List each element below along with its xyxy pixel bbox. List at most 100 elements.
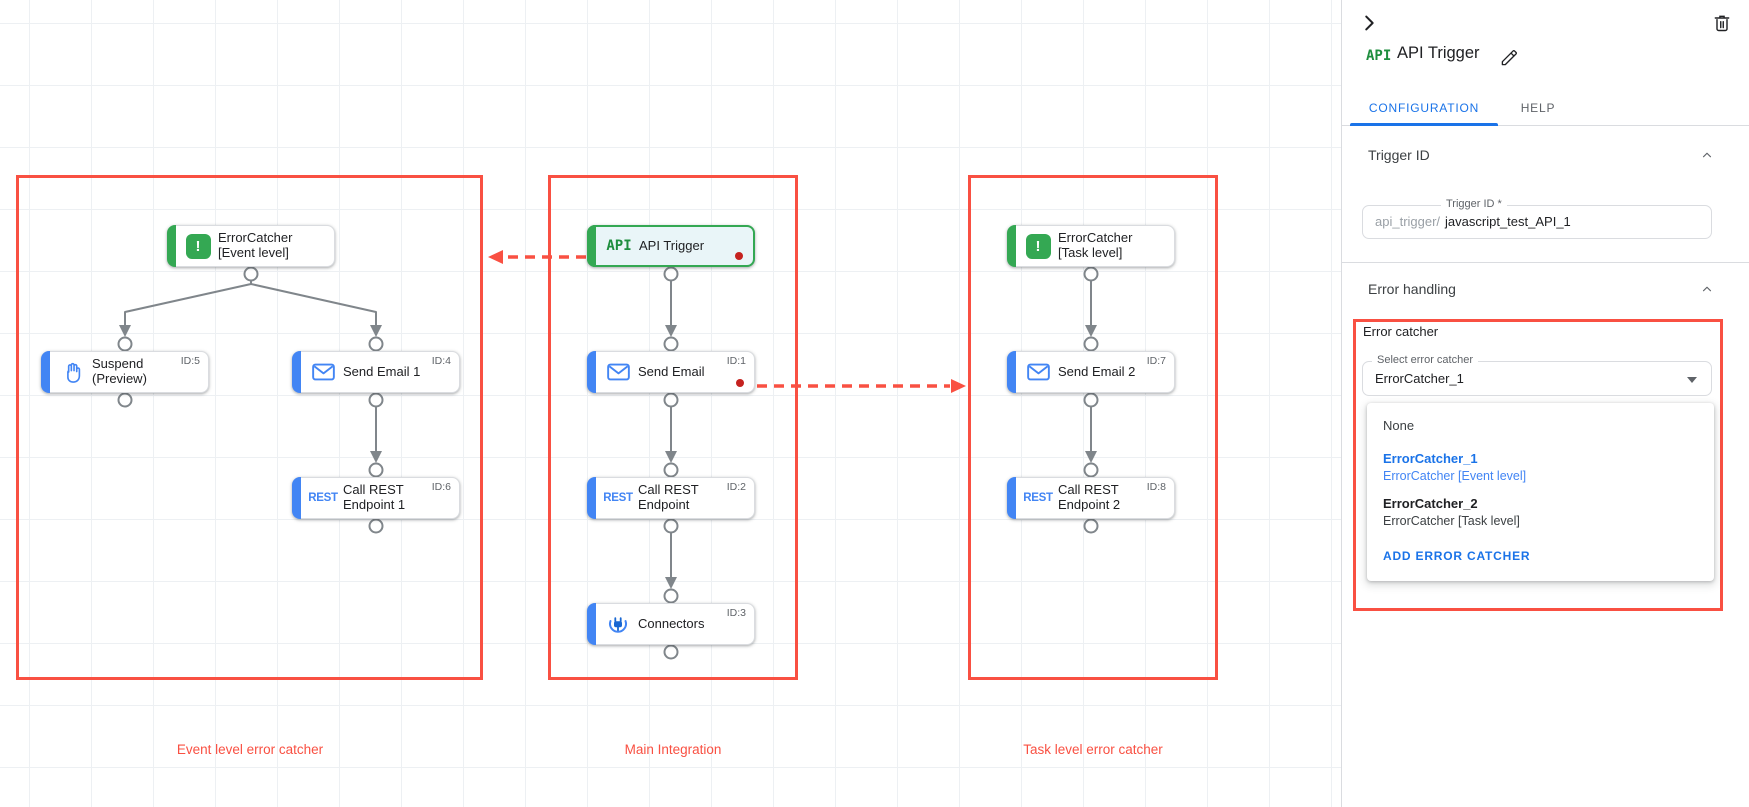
node-id-label: ID:1: [726, 355, 746, 367]
section-trigger-id: Trigger ID: [1368, 147, 1430, 163]
node-title: Connectors: [638, 615, 705, 631]
node-errorcatcher-event-level[interactable]: ! ErrorCatcher [Event level]: [167, 225, 335, 267]
rest-icon: REST: [603, 492, 633, 504]
integration-canvas[interactable]: ! ErrorCatcher [Event level] Suspend (Pr…: [0, 0, 1341, 807]
node-title: Suspend (Preview): [92, 356, 147, 386]
api-icon: API: [606, 238, 632, 254]
suspend-hand-icon: [52, 361, 92, 384]
add-error-catcher-button[interactable]: ADD ERROR CATCHER: [1383, 549, 1531, 563]
email-icon: [598, 363, 638, 381]
node-api-trigger[interactable]: API API Trigger: [587, 225, 755, 267]
region-event-level-error-catcher: [16, 175, 483, 680]
select-error-catcher-label: Select error catcher: [1372, 354, 1478, 366]
error-catcher-link-arrows: [488, 250, 966, 393]
active-tab-underline: [1350, 123, 1498, 126]
node-send-email[interactable]: Send Email ID:1: [587, 351, 755, 393]
node-title: Call REST Endpoint 2: [1058, 482, 1121, 512]
node-title: API Trigger: [639, 237, 705, 253]
node-accent-bar: [167, 225, 176, 267]
edge-lines: [124, 281, 1092, 578]
trigger-id-value: javascript_test_API_1: [1445, 214, 1571, 229]
node-id-label: ID:4: [431, 355, 451, 367]
trigger-id-input-label: Trigger ID *: [1441, 198, 1507, 210]
node-accent-bar: [1007, 225, 1016, 267]
option-description: ErrorCatcher [Event level]: [1383, 469, 1527, 483]
error-catcher-dot: [735, 252, 743, 260]
tab-configuration[interactable]: CONFIGURATION: [1368, 100, 1480, 115]
node-call-rest-endpoint-1[interactable]: REST Call REST Endpoint 1 ID:6: [292, 477, 460, 519]
email-icon: [1018, 363, 1058, 381]
error-catcher-highlight-frame: [1353, 319, 1723, 611]
email-icon: [303, 363, 343, 381]
region-task-level-error-catcher: [968, 175, 1218, 680]
node-accent-bar: [587, 477, 596, 519]
trigger-id-input[interactable]: Trigger ID * api_trigger/javascript_test…: [1362, 198, 1712, 239]
label-main-integration: Main Integration: [624, 742, 722, 757]
node-send-email-2[interactable]: Send Email 2 ID:7: [1007, 351, 1175, 393]
menu-option-errorcatcher-1[interactable]: ErrorCatcher_1 ErrorCatcher [Event level…: [1367, 443, 1714, 488]
edit-title-icon[interactable]: [1500, 48, 1519, 72]
label-task-level-error-catcher: Task level error catcher: [1023, 742, 1163, 757]
node-id-label: ID:7: [1146, 355, 1166, 367]
connectors-icon: [598, 612, 638, 636]
node-title: Call REST Endpoint 1: [343, 482, 406, 512]
trigger-id-prefix: api_trigger/: [1375, 214, 1441, 229]
error-catcher-group-label: Error catcher: [1363, 324, 1439, 339]
tab-help[interactable]: HELP: [1520, 100, 1556, 115]
option-description: ErrorCatcher [Task level]: [1383, 514, 1520, 528]
node-title: Send Email: [638, 363, 705, 379]
select-error-catcher[interactable]: Select error catcher ErrorCatcher_1: [1362, 354, 1712, 396]
panel-title: API Trigger: [1397, 44, 1480, 62]
region-main-integration: [548, 175, 798, 680]
node-title: Call REST Endpoint: [638, 482, 699, 512]
node-send-email-1[interactable]: Send Email 1 ID:4: [292, 351, 460, 393]
node-title: Send Email 1: [343, 363, 421, 379]
node-id-label: ID:3: [726, 607, 746, 619]
error-catcher-icon: !: [1018, 233, 1058, 259]
node-accent-bar: [292, 477, 301, 519]
collapse-section-trigger-id-icon[interactable]: [1699, 148, 1715, 167]
node-accent-bar: [587, 351, 596, 393]
collapse-panel-icon[interactable]: [1358, 12, 1380, 39]
collapse-section-error-handling-icon[interactable]: [1699, 282, 1715, 301]
node-id-label: ID:5: [180, 355, 200, 367]
node-accent-bar: [292, 351, 301, 393]
node-id-label: ID:2: [726, 481, 746, 493]
section-error-handling: Error handling: [1368, 281, 1456, 297]
error-catcher-icon: !: [178, 233, 218, 259]
node-accent-bar: [1007, 351, 1016, 393]
node-connectors[interactable]: Connectors ID:3: [587, 603, 755, 645]
select-error-catcher-value: ErrorCatcher_1: [1375, 371, 1464, 386]
connector-edges: [117, 250, 1099, 660]
panel-tabs: CONFIGURATION HELP: [1342, 90, 1749, 126]
node-accent-bar: [587, 225, 596, 267]
section-divider: [1342, 262, 1749, 263]
node-title: ErrorCatcher [Event level]: [218, 230, 293, 260]
node-call-rest-endpoint[interactable]: REST Call REST Endpoint ID:2: [587, 477, 755, 519]
label-event-level-error-catcher: Event level error catcher: [176, 742, 324, 757]
menu-option-errorcatcher-2[interactable]: ErrorCatcher_2 ErrorCatcher [Task level]: [1367, 488, 1714, 533]
rest-icon: REST: [1023, 492, 1053, 504]
node-accent-bar: [1007, 477, 1016, 519]
node-errorcatcher-task-level[interactable]: ! ErrorCatcher [Task level]: [1007, 225, 1175, 267]
edge-ports[interactable]: [117, 266, 1099, 660]
node-id-label: ID:8: [1146, 481, 1166, 493]
menu-option-none[interactable]: None: [1383, 418, 1415, 433]
delete-trigger-icon[interactable]: [1712, 12, 1732, 39]
option-name: ErrorCatcher_1: [1383, 451, 1478, 466]
config-panel: API API Trigger CONFIGURATION HELP Trigg…: [1341, 0, 1749, 807]
dropdown-caret-icon: [1687, 377, 1697, 383]
error-catcher-dot: [736, 379, 744, 387]
node-accent-bar: [587, 603, 596, 645]
rest-icon: REST: [308, 492, 338, 504]
error-catcher-dropdown-menu: None ErrorCatcher_1 ErrorCatcher [Event …: [1367, 403, 1714, 581]
node-title: ErrorCatcher [Task level]: [1058, 230, 1133, 260]
node-id-label: ID:6: [431, 481, 451, 493]
edge-arrowheads: [119, 325, 1097, 589]
node-suspend[interactable]: Suspend (Preview) ID:5: [41, 351, 209, 393]
option-name: ErrorCatcher_2: [1383, 496, 1478, 511]
node-accent-bar: [41, 351, 50, 393]
api-trigger-badge-icon: API: [1366, 48, 1392, 64]
node-call-rest-endpoint-2[interactable]: REST Call REST Endpoint 2 ID:8: [1007, 477, 1175, 519]
node-title: Send Email 2: [1058, 363, 1136, 379]
